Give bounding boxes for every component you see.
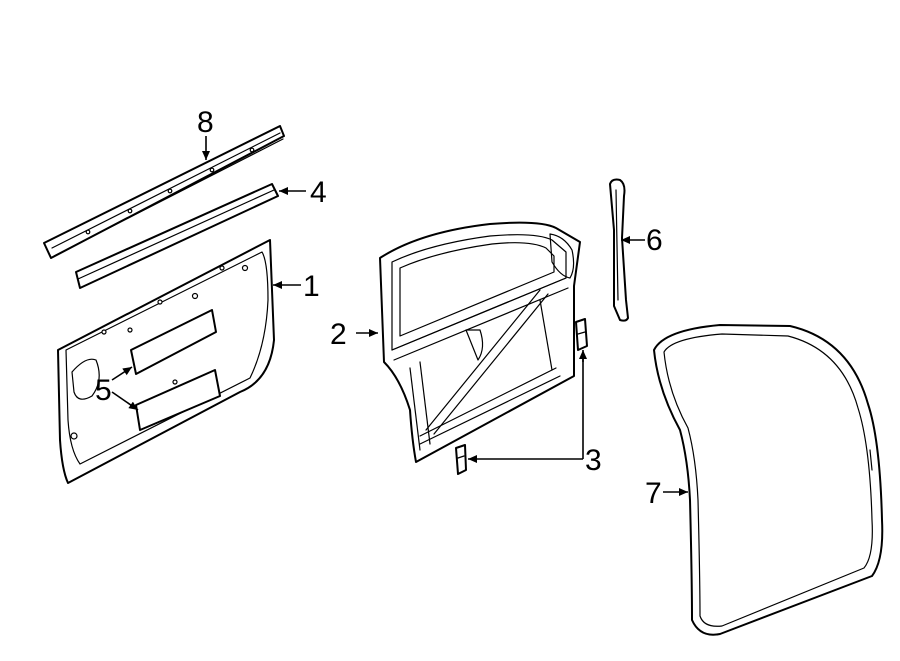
leader-5b: [111, 391, 139, 411]
belt-molding-outer-part: [43, 125, 285, 259]
callout-4: 4: [310, 176, 327, 209]
callout-5: 5: [95, 374, 112, 407]
leader-5a: [111, 366, 133, 381]
callout-1: 1: [303, 270, 320, 303]
window-run-channel-part: [609, 178, 629, 322]
callout-2: 2: [330, 318, 347, 351]
door-clip-upper-part: [575, 318, 588, 351]
callout-8: 8: [197, 106, 214, 139]
door-clip-lower-part: [455, 444, 467, 475]
armrest-pad-lower-part: [135, 369, 221, 431]
door-shell-part: [379, 221, 581, 463]
callout-7: 7: [645, 477, 662, 510]
leader-lines: [111, 136, 688, 496]
door-weatherstrip-seal-part: [653, 324, 884, 636]
callout-3: 3: [585, 444, 602, 477]
door-trim-panel-part: [57, 239, 275, 484]
armrest-pad-upper-part: [130, 309, 217, 375]
belt-molding-inner-part: [75, 183, 279, 289]
callout-6: 6: [646, 224, 663, 257]
